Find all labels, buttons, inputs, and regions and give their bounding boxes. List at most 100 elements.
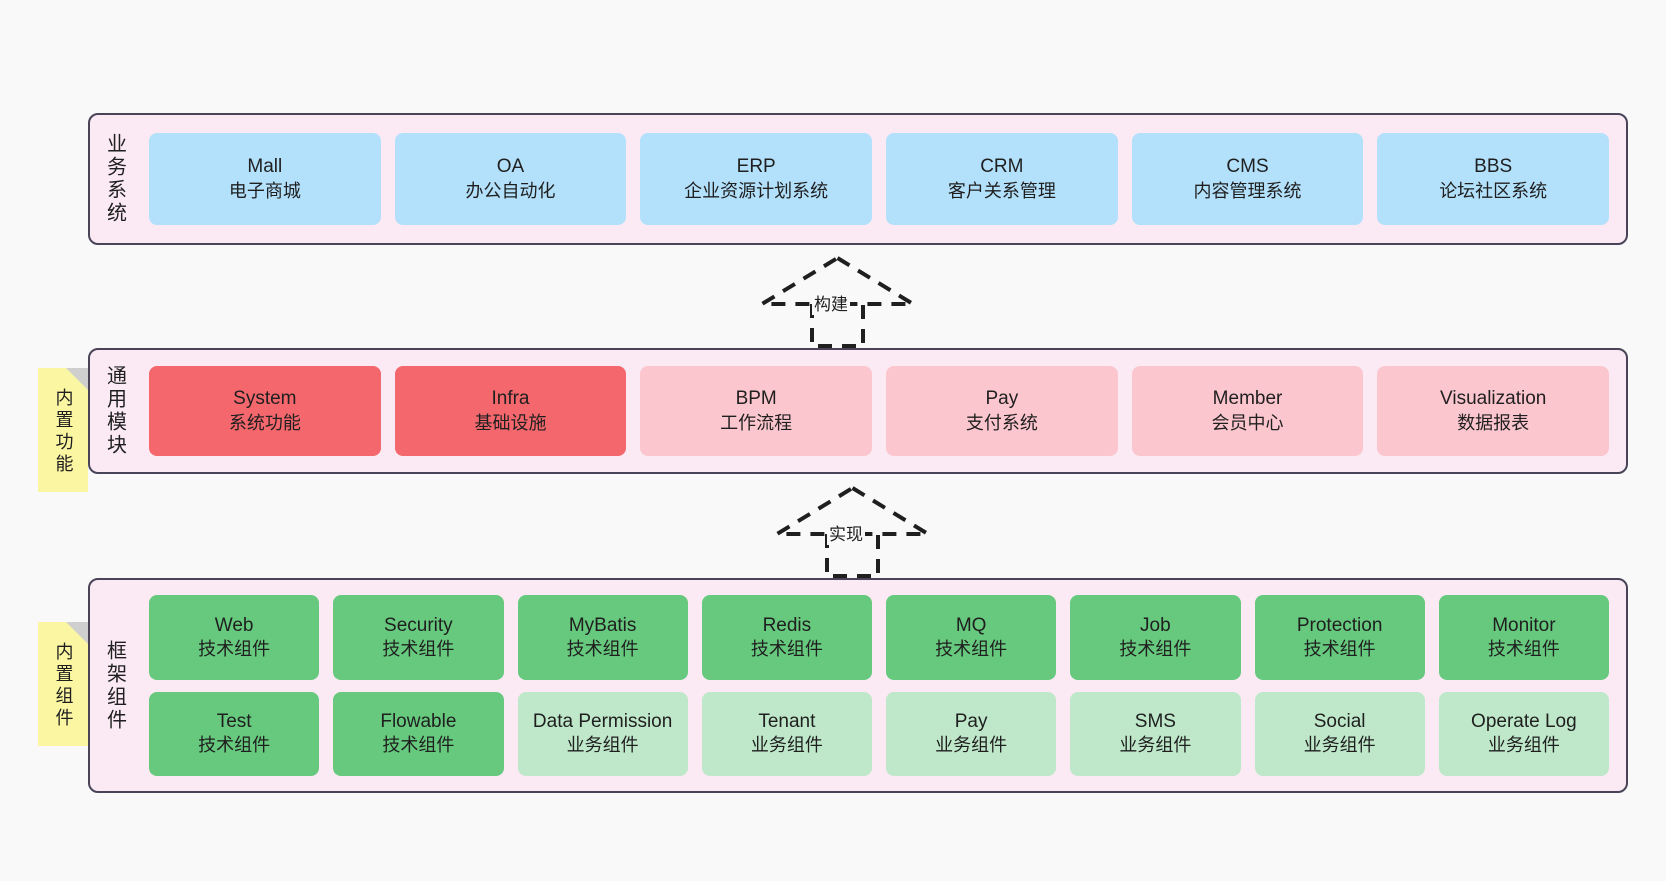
layer-title-framework: 框架组件 xyxy=(103,639,126,732)
cell-column: CMS 内容管理系统 xyxy=(1125,133,1371,225)
cell-title: BPM xyxy=(735,388,777,410)
cell-title: Pay xyxy=(985,388,1019,410)
note-fold-icon xyxy=(66,622,88,644)
cell-data-permission[interactable]: Data Permission 业务组件 xyxy=(517,691,688,776)
layer-business-system: 业务系统 Mall 电子商城 OA 办公自动化 ERP 企业资源计划系统 xyxy=(88,113,1628,245)
connector-implement: 实现 xyxy=(760,482,945,578)
cell-title: ERP xyxy=(736,156,776,178)
cell-social[interactable]: Social 业务组件 xyxy=(1254,691,1425,776)
cell-column: Security 技术组件 Flowable 技术组件 xyxy=(326,595,510,776)
cell-bbs[interactable]: BBS 论坛社区系统 xyxy=(1377,133,1610,225)
cell-title: Security xyxy=(384,614,453,636)
cell-test[interactable]: Test 技术组件 xyxy=(149,691,320,776)
note-builtin-component: 内置组件 xyxy=(38,622,88,746)
cell-title: Member xyxy=(1212,388,1283,410)
cell-bpm[interactable]: BPM 工作流程 xyxy=(640,366,873,456)
note-builtin-function: 内置功能 xyxy=(38,368,88,492)
cell-title: CRM xyxy=(980,156,1024,178)
cell-subtitle: 企业资源计划系统 xyxy=(684,180,829,201)
cell-title: Pay xyxy=(954,711,988,733)
cell-subtitle: 技术组件 xyxy=(198,638,271,659)
cell-mq[interactable]: MQ 技术组件 xyxy=(886,595,1057,680)
cell-mall[interactable]: Mall 电子商城 xyxy=(149,133,381,225)
cell-title: CMS xyxy=(1226,156,1269,178)
cell-oa[interactable]: OA 办公自动化 xyxy=(394,133,627,225)
cell-column: MyBatis 技术组件 Data Permission 业务组件 xyxy=(511,595,695,776)
cell-subtitle: 技术组件 xyxy=(1119,638,1192,659)
cell-title: OA xyxy=(496,156,525,178)
cell-job[interactable]: Job 技术组件 xyxy=(1070,595,1241,680)
layer-title-common: 通用模块 xyxy=(103,365,126,457)
cell-cms[interactable]: CMS 内容管理系统 xyxy=(1131,133,1364,225)
layer-common-module: 通用模块 System 系统功能 Infra 基础设施 BPM 工作流程 xyxy=(88,348,1628,474)
cell-subtitle: 技术组件 xyxy=(750,638,823,659)
connector-build: 构建 xyxy=(745,252,930,348)
cell-pay-module[interactable]: Pay 支付系统 xyxy=(886,366,1118,456)
cell-member[interactable]: Member 会员中心 xyxy=(1131,366,1364,456)
cell-column: Protection 技术组件 Social 业务组件 xyxy=(1248,595,1432,776)
cell-web[interactable]: Web 技术组件 xyxy=(149,595,320,680)
cell-column: CRM 客户关系管理 xyxy=(879,133,1125,225)
cell-column: Visualization 数据报表 xyxy=(1370,366,1616,456)
cell-subtitle: 论坛社区系统 xyxy=(1439,180,1548,201)
cell-title: Redis xyxy=(762,614,812,636)
cell-title: Web xyxy=(214,614,254,636)
note-text: 内置功能 xyxy=(53,388,74,476)
cell-monitor[interactable]: Monitor 技术组件 xyxy=(1438,595,1609,680)
cell-tenant[interactable]: Tenant 业务组件 xyxy=(701,691,872,776)
cell-crm[interactable]: CRM 客户关系管理 xyxy=(886,133,1118,225)
layer-title-business: 业务系统 xyxy=(103,133,126,225)
cell-subtitle: 业务组件 xyxy=(1303,735,1376,756)
cell-sms[interactable]: SMS 业务组件 xyxy=(1070,691,1241,776)
cell-title: Monitor xyxy=(1492,614,1556,636)
cell-title: MQ xyxy=(955,614,987,636)
cell-mybatis[interactable]: MyBatis 技术组件 xyxy=(517,595,688,680)
cell-subtitle: 技术组件 xyxy=(1487,638,1560,659)
cell-column: OA 办公自动化 xyxy=(388,133,634,225)
cell-subtitle: 数据报表 xyxy=(1457,412,1530,433)
cell-column: Pay 支付系统 xyxy=(879,366,1125,456)
cell-subtitle: 基础设施 xyxy=(474,412,547,433)
cell-system[interactable]: System 系统功能 xyxy=(149,366,381,456)
layer-boxes-framework: Web 技术组件 Test 技术组件 Security 技术组件 Flowabl… xyxy=(138,580,1626,791)
cell-title: Flowable xyxy=(380,711,457,733)
cell-subtitle: 系统功能 xyxy=(228,412,301,433)
cell-visualization[interactable]: Visualization 数据报表 xyxy=(1377,366,1610,456)
cell-subtitle: 业务组件 xyxy=(566,735,639,756)
cell-infra[interactable]: Infra 基础设施 xyxy=(394,366,627,456)
cell-column: Redis 技术组件 Tenant 业务组件 xyxy=(695,595,879,776)
cell-title: MyBatis xyxy=(568,614,637,636)
note-text: 内置组件 xyxy=(53,642,74,730)
cell-title: Test xyxy=(216,711,252,733)
cell-security[interactable]: Security 技术组件 xyxy=(333,595,504,680)
cell-erp[interactable]: ERP 企业资源计划系统 xyxy=(640,133,873,225)
note-fold-icon xyxy=(66,368,88,390)
layer-boxes-business: Mall 电子商城 OA 办公自动化 ERP 企业资源计划系统 CRM xyxy=(138,115,1626,243)
cell-subtitle: 技术组件 xyxy=(382,638,455,659)
cell-subtitle: 会员中心 xyxy=(1211,412,1284,433)
cell-flowable[interactable]: Flowable 技术组件 xyxy=(333,691,504,776)
cell-subtitle: 支付系统 xyxy=(965,412,1038,433)
cell-column: Web 技术组件 Test 技术组件 xyxy=(142,595,326,776)
cell-redis[interactable]: Redis 技术组件 xyxy=(701,595,872,680)
cell-column: Job 技术组件 SMS 业务组件 xyxy=(1063,595,1247,776)
cell-protection[interactable]: Protection 技术组件 xyxy=(1254,595,1425,680)
cell-pay-component[interactable]: Pay 业务组件 xyxy=(886,691,1057,776)
cell-operate-log[interactable]: Operate Log 业务组件 xyxy=(1438,691,1609,776)
cell-column: Member 会员中心 xyxy=(1125,366,1371,456)
cell-subtitle: 技术组件 xyxy=(382,735,455,756)
cell-column: ERP 企业资源计划系统 xyxy=(633,133,879,225)
cell-subtitle: 技术组件 xyxy=(935,638,1008,659)
cell-subtitle: 技术组件 xyxy=(1303,638,1376,659)
cell-title: System xyxy=(233,388,297,410)
cell-title: Social xyxy=(1313,711,1366,733)
cell-subtitle: 电子商城 xyxy=(228,180,301,201)
cell-title: Tenant xyxy=(758,711,816,733)
cell-title: Infra xyxy=(491,388,530,410)
cell-subtitle: 业务组件 xyxy=(750,735,823,756)
cell-subtitle: 内容管理系统 xyxy=(1193,180,1302,201)
cell-subtitle: 技术组件 xyxy=(198,735,271,756)
cell-column: Monitor 技术组件 Operate Log 业务组件 xyxy=(1432,595,1616,776)
cell-title: Mall xyxy=(247,156,283,178)
